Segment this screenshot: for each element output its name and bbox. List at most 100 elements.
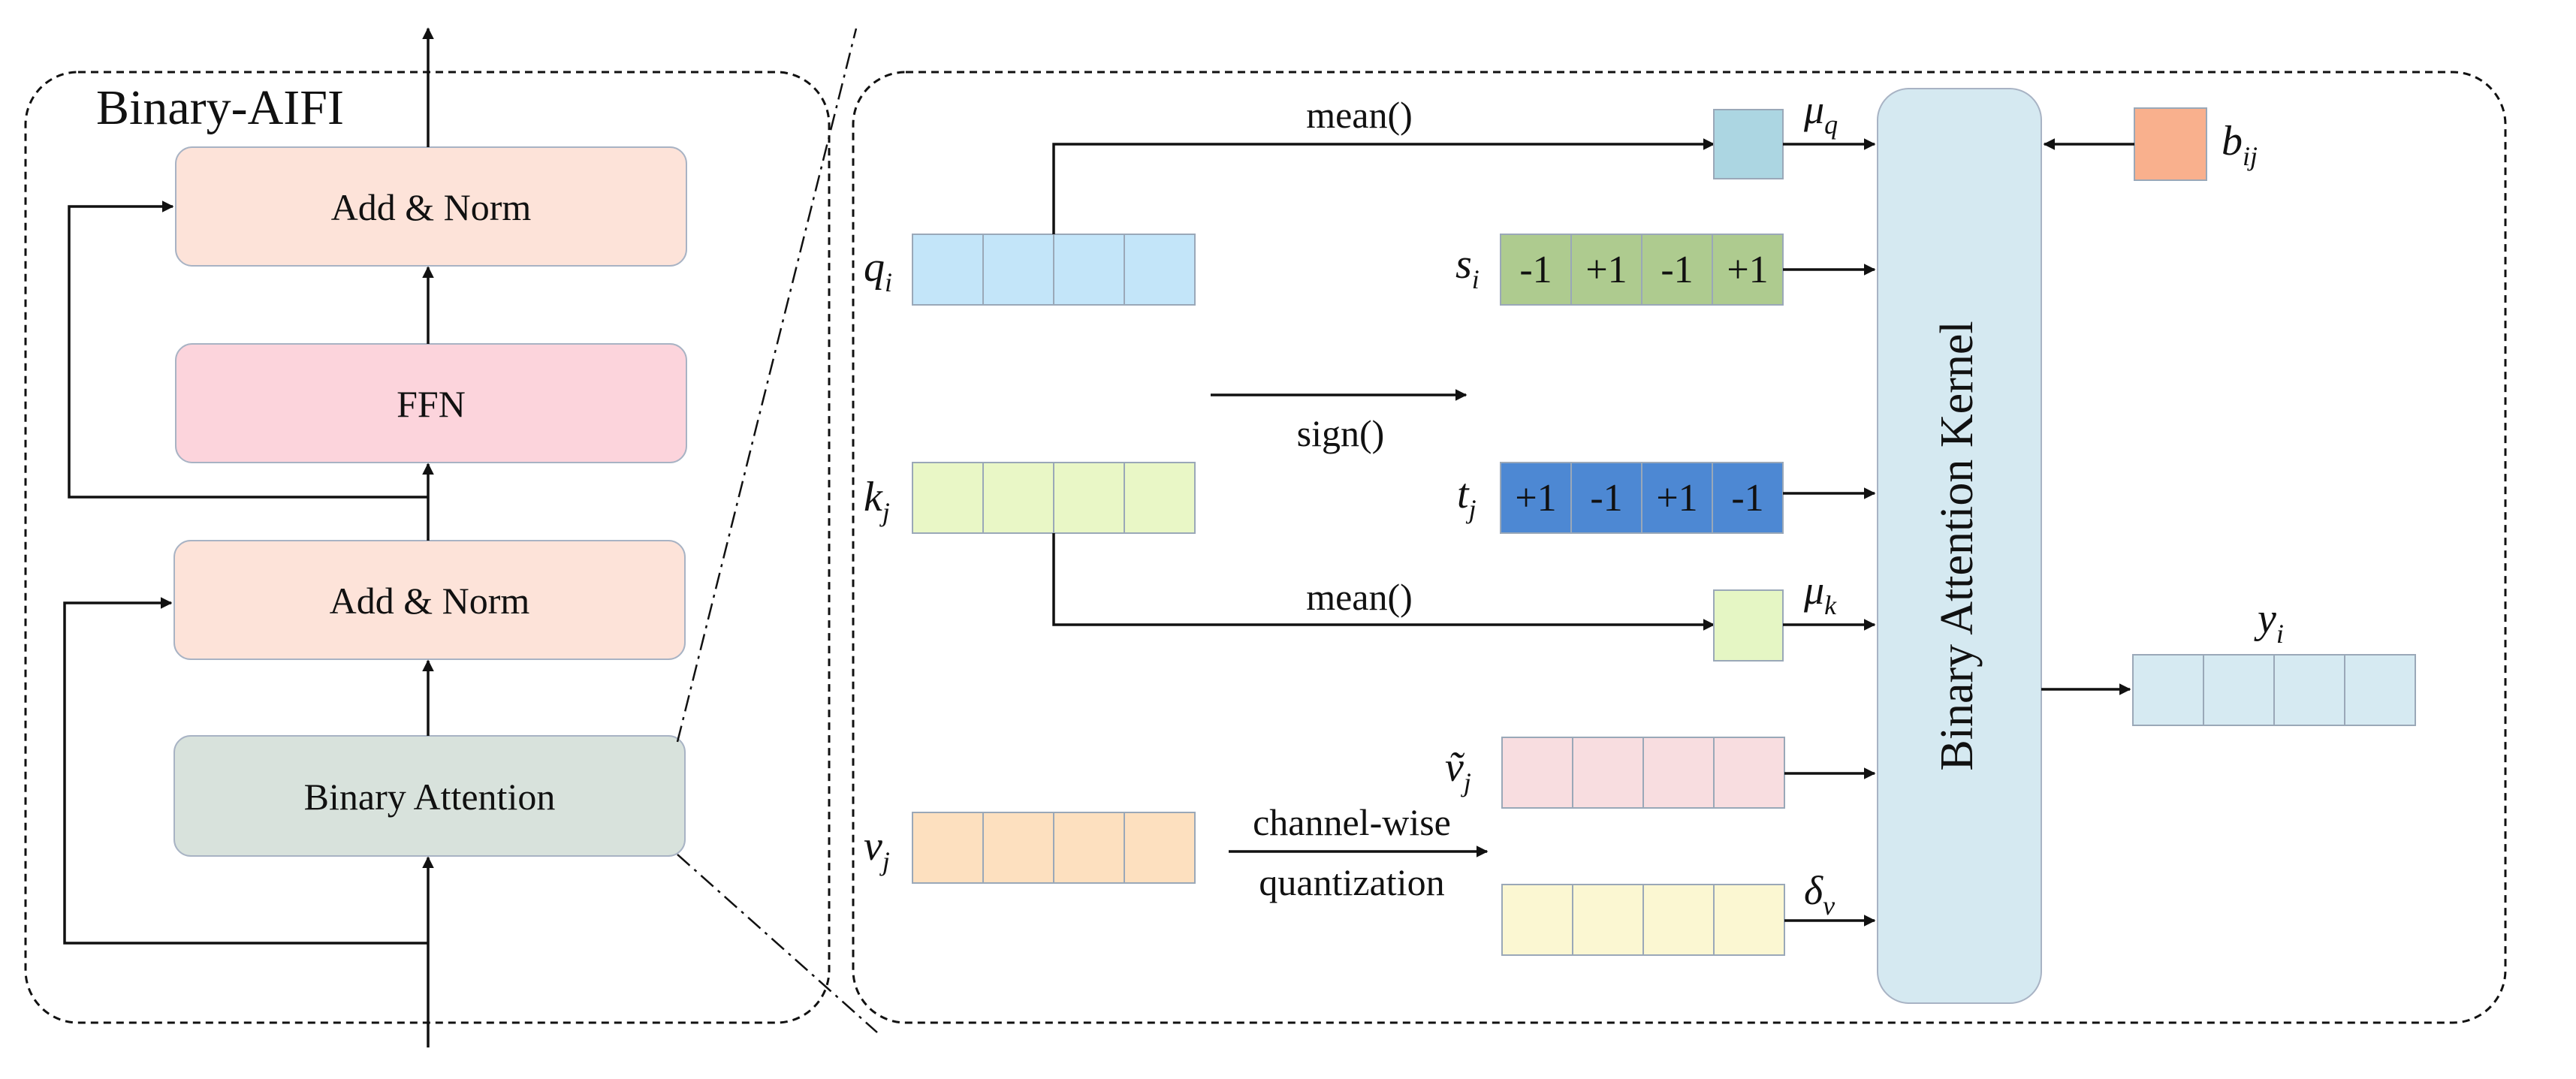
s-cell [1570,234,1642,306]
q-label: qi [864,244,892,297]
t-label: tj [1457,471,1477,524]
mu-q-label: μq [1803,87,1838,140]
delta-v-vector: δv [1501,868,1876,956]
left-panel: Binary-AIFI Add & Norm FFN Add & Norm Bi… [24,27,831,1047]
b-label: bij [2222,118,2258,171]
v-tilde-cell [1572,737,1644,809]
delta-v-cell [1642,884,1715,956]
right-panel-border [852,71,2507,1024]
q-cell [1053,234,1125,306]
ffn-box [175,343,687,463]
add-norm-top-box [175,146,687,267]
v-tilde-cell [1501,737,1573,809]
mu-q-box [1713,109,1784,179]
s-vector: -1 +1 -1 +1 si [1455,234,1876,306]
t-vector: +1 -1 +1 -1 tj [1457,462,1876,534]
s-value: +1 [1585,249,1627,291]
zoom-line-bottom [677,854,878,1033]
s-value: +1 [1727,249,1768,291]
mu-k-box [1713,589,1784,662]
residual-top [68,200,428,499]
mu-k-label: μk [1803,568,1837,620]
q-cell [982,234,1054,306]
delta-v-cell [1501,884,1573,956]
k-cell [1053,462,1125,534]
v-cell [1124,812,1196,884]
s-label: si [1455,241,1480,294]
k-cell [982,462,1054,534]
v-tilde-cell [1642,737,1715,809]
s-cell [1641,234,1713,306]
y-label: yi [2254,595,2284,649]
y-cell [2344,654,2416,726]
kernel-box [1877,88,2042,1004]
t-cells: +1 -1 +1 -1 [1500,462,1784,534]
t-cell [1712,462,1784,534]
y-cells [2132,654,2416,726]
t-cell [1641,462,1713,534]
kernel-label: Binary Attention Kernel [1932,321,1983,770]
sign-label: sign() [1297,412,1385,454]
k-vector: kj [864,462,1196,534]
residual-bottom [63,597,428,945]
v-cell [912,812,984,884]
b-box [2134,107,2207,181]
quantization-label-line2: quantization [1259,861,1444,903]
t-cell [1570,462,1642,534]
v-tilde-cell [1713,737,1785,809]
v-cell [1053,812,1125,884]
q-vector: qi [864,234,1196,306]
v-cells [912,812,1196,884]
binary-attention-label: Binary Attention [304,776,556,818]
y-cell [2132,654,2204,726]
k-cell [912,462,984,534]
t-value: +1 [1656,477,1697,520]
v-tilde-vector: ṽj [1445,737,1876,809]
v-cell [982,812,1054,884]
mean-q-arrow [1052,138,1715,234]
delta-v-cell [1713,884,1785,956]
s-cells: -1 +1 -1 +1 [1500,234,1784,306]
k-cell [1124,462,1196,534]
v-label: vj [864,823,890,876]
y-cell [2273,654,2345,726]
add-norm-top-label: Add & Norm [331,186,532,228]
mean-k-arrow [1052,533,1715,631]
ffn-block: FFN [175,343,687,463]
quantization-label-line1: channel-wise [1253,801,1451,843]
s-cell [1712,234,1784,306]
y-cell [2203,654,2275,726]
zoom-line-top [676,28,858,743]
right-panel: qi kj vj mean() mean() s [852,71,2507,1024]
b-block: bij [2043,107,2258,181]
q-cells [912,234,1196,306]
v-tilde-cells [1501,737,1785,809]
left-panel-title: Binary-AIFI [96,80,344,135]
y-vector: yi [2041,595,2416,726]
delta-v-cells [1501,884,1785,956]
q-cell [912,234,984,306]
t-cell [1500,462,1572,534]
ffn-label: FFN [397,383,466,425]
add-norm-bottom-block: Add & Norm [173,540,686,660]
binary-attention-kernel: Binary Attention Kernel [1877,88,2042,1004]
binary-attention-box [173,735,686,857]
binary-attention-block: Binary Attention [173,735,686,857]
add-norm-bottom-label: Add & Norm [330,580,530,622]
t-value: +1 [1515,477,1556,520]
v-tilde-label: ṽj [1445,744,1471,797]
mu-q-block: μq [1713,87,1876,179]
mu-k-block: μk [1713,568,1876,662]
t-value: -1 [1731,477,1763,520]
mean-q-label: mean() [1306,94,1413,136]
s-value: -1 [1519,249,1552,291]
delta-v-label: δv [1804,868,1835,921]
delta-v-cell [1572,884,1644,956]
k-cells [912,462,1196,534]
k-label: kj [864,474,890,527]
v-vector: vj [864,812,1196,884]
add-norm-top-block: Add & Norm [175,146,687,267]
s-value: -1 [1661,249,1693,291]
mean-k-label: mean() [1306,576,1413,618]
